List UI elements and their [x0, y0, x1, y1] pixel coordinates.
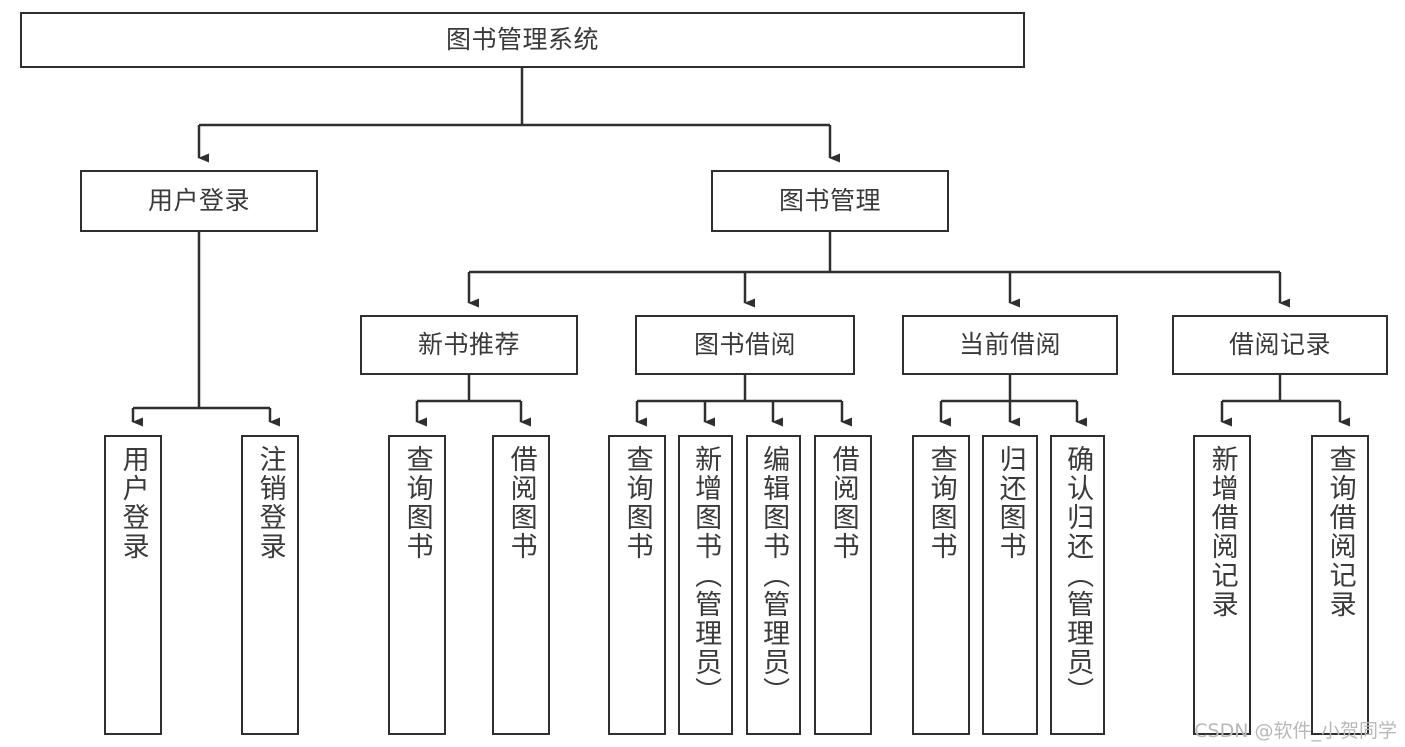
node-label: 借阅图书: [827, 445, 859, 561]
leaf-return-book[interactable]: 归还图书: [982, 435, 1038, 735]
leaf-borrow-book[interactable]: 借阅图书: [814, 435, 872, 735]
node-label: 查询图书: [401, 445, 433, 561]
node-user-login[interactable]: 用户登录: [80, 170, 318, 232]
node-label: 图书管理: [778, 186, 881, 216]
leaf-edit-book-admin[interactable]: 编辑图书（管理员）: [746, 435, 801, 735]
node-label: 确认归还（管理员）: [1062, 445, 1094, 706]
node-root-book-management-system[interactable]: 图书管理系统: [20, 12, 1025, 68]
node-label: 归还图书: [994, 445, 1026, 561]
leaf-confirm-return-admin[interactable]: 确认归还（管理员）: [1050, 435, 1105, 735]
node-label: 查询图书: [621, 445, 653, 561]
node-label: 借阅记录: [1228, 330, 1331, 360]
watermark-text: CSDN @软件_小贺同学: [1194, 720, 1397, 742]
leaf-query-borrow-record[interactable]: 查询借阅记录: [1311, 435, 1369, 735]
node-label: 新增借阅记录: [1206, 445, 1238, 619]
leaf-query-book-recommend[interactable]: 查询图书: [388, 435, 446, 735]
leaf-add-borrow-record[interactable]: 新增借阅记录: [1193, 435, 1251, 735]
node-borrow-record[interactable]: 借阅记录: [1172, 315, 1388, 375]
node-label: 用户登录: [117, 445, 149, 561]
node-book-borrow[interactable]: 图书借阅: [635, 315, 855, 375]
node-label: 用户登录: [147, 186, 250, 216]
node-label: 新增图书（管理员）: [690, 445, 722, 706]
leaf-user-login[interactable]: 用户登录: [104, 435, 162, 735]
leaf-logout[interactable]: 注销登录: [241, 435, 299, 735]
node-label: 当前借阅: [958, 330, 1061, 360]
node-label: 借阅图书: [505, 445, 537, 561]
leaf-borrow-book-recommend[interactable]: 借阅图书: [492, 435, 550, 735]
node-label: 编辑图书（管理员）: [758, 445, 790, 706]
node-current-borrow[interactable]: 当前借阅: [902, 315, 1118, 375]
leaf-query-book-borrow[interactable]: 查询图书: [608, 435, 666, 735]
node-label: 查询借阅记录: [1324, 445, 1356, 619]
leaf-add-book-admin[interactable]: 新增图书（管理员）: [678, 435, 733, 735]
node-book-management[interactable]: 图书管理: [711, 170, 949, 232]
node-new-book-recommend[interactable]: 新书推荐: [360, 315, 578, 375]
leaf-query-book-current[interactable]: 查询图书: [912, 435, 970, 735]
node-label: 注销登录: [254, 445, 286, 561]
node-label: 新书推荐: [417, 330, 520, 360]
node-label: 图书管理系统: [445, 25, 599, 55]
node-label: 图书借阅: [693, 330, 796, 360]
node-label: 查询图书: [925, 445, 957, 561]
